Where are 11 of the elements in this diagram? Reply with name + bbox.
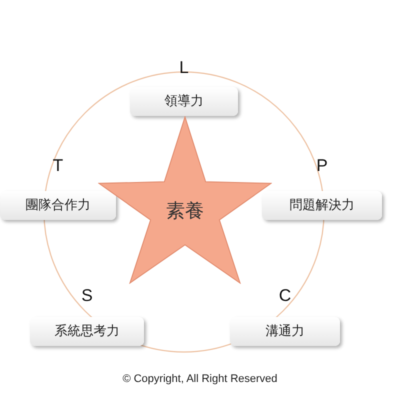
letter-heading: L (178, 58, 190, 78)
skill-label-box: 系統思考力 (30, 317, 144, 346)
skill-label-box: 領導力 (130, 87, 238, 116)
skill-label-box: 溝通力 (230, 317, 340, 346)
skill-label-box: 問題解決力 (262, 191, 382, 220)
star-label: 素養 (165, 199, 205, 224)
letter-heading: P (315, 156, 329, 176)
letter-heading: S (80, 286, 94, 306)
letter-heading: C (278, 286, 292, 306)
copyright-note: © Copyright, All Right Reserved (122, 373, 278, 385)
letter-heading: T (52, 156, 64, 176)
